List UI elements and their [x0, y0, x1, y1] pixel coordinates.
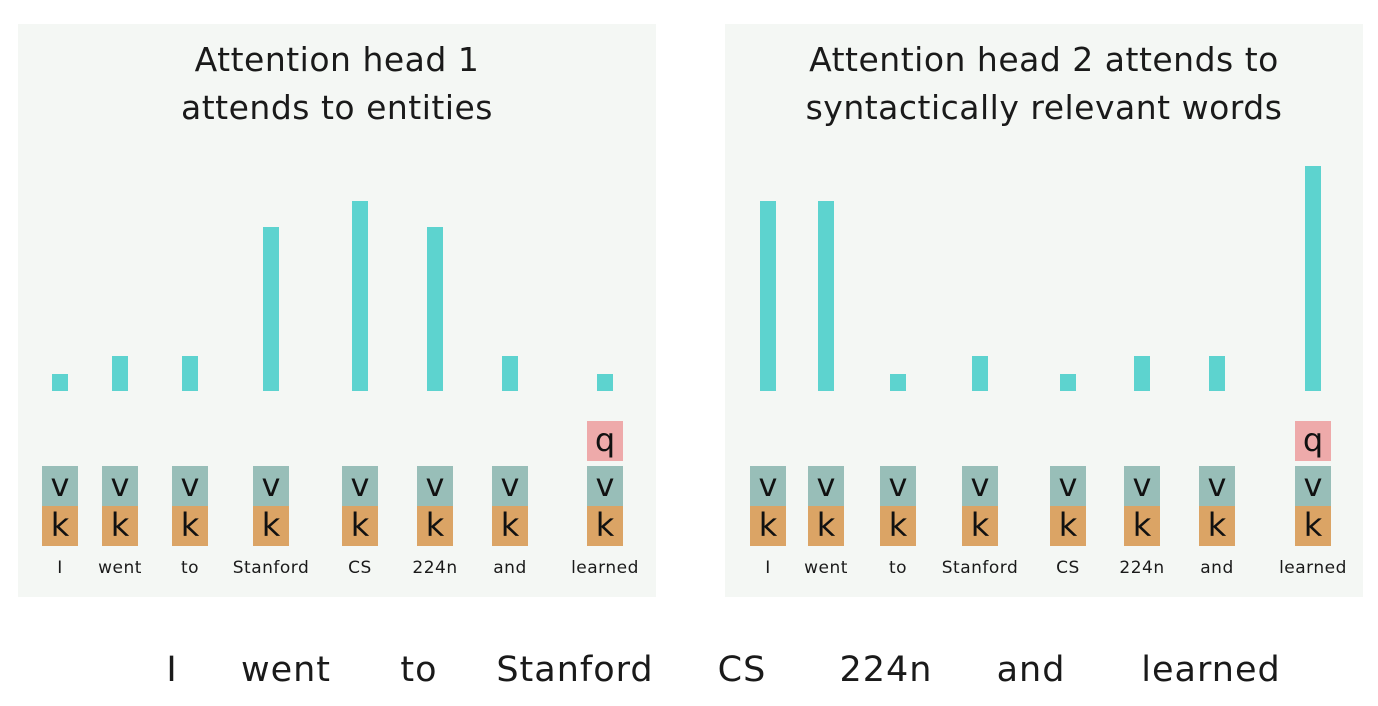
value-box: v [880, 466, 916, 506]
value-box: v [1295, 466, 1331, 506]
value-box: v [253, 466, 289, 506]
token-label: I [765, 558, 771, 578]
attention-bar [760, 200, 776, 391]
key-box: k [172, 506, 208, 546]
attention-bar [1209, 356, 1225, 391]
attention-bar [890, 373, 906, 391]
query-box: q [587, 421, 623, 461]
key-box: k [1199, 506, 1235, 546]
sentence-word: Stanford [496, 650, 654, 690]
value-box: v [102, 466, 138, 506]
key-box: k [42, 506, 78, 546]
token-label: CS [1056, 558, 1080, 578]
key-box: k [102, 506, 138, 546]
attention-bar [1305, 166, 1321, 391]
value-box: v [1124, 466, 1160, 506]
token-label: Stanford [941, 558, 1019, 578]
key-box: k [880, 506, 916, 546]
token-label: 224n [412, 558, 458, 578]
query-box: q [1295, 421, 1331, 461]
attention-bar [1060, 373, 1076, 391]
attention-bar [1134, 356, 1150, 391]
token-label: Stanford [232, 558, 310, 578]
token-label: and [1200, 558, 1234, 578]
key-box: k [417, 506, 453, 546]
value-box: v [417, 466, 453, 506]
token-label: learned [571, 558, 639, 578]
key-box: k [962, 506, 998, 546]
key-box: k [1124, 506, 1160, 546]
attention-bar [427, 226, 443, 391]
token-label: went [98, 558, 142, 578]
sentence-word: went [240, 650, 332, 690]
value-box: v [1050, 466, 1086, 506]
attention-bar [502, 356, 518, 391]
key-box: k [342, 506, 378, 546]
value-box: v [808, 466, 844, 506]
panel-title-line: syntactically relevant words [805, 88, 1283, 127]
key-box: k [750, 506, 786, 546]
key-box: k [1050, 506, 1086, 546]
sentence-word: to [400, 650, 438, 690]
attention-bar [112, 356, 128, 391]
token-label: to [888, 558, 908, 578]
sentence-word: and [996, 650, 1066, 690]
token-label: I [57, 558, 63, 578]
token-label: to [180, 558, 200, 578]
attention-bar [597, 373, 613, 391]
key-box: k [492, 506, 528, 546]
panel-title-line: attends to entities [181, 88, 493, 127]
value-box: v [172, 466, 208, 506]
panel-title: Attention head 2 attends to syntacticall… [725, 36, 1363, 132]
value-box: v [42, 466, 78, 506]
attention-head-2-panel: Attention head 2 attends to syntacticall… [725, 24, 1363, 597]
attention-bar [182, 356, 198, 391]
sentence-word: CS [717, 650, 767, 690]
key-box: k [253, 506, 289, 546]
attention-bar [52, 373, 68, 391]
panel-title-line: Attention head 1 [194, 40, 480, 79]
token-label: went [804, 558, 848, 578]
attention-bar [263, 226, 279, 391]
key-box: k [587, 506, 623, 546]
sentence-word: I [166, 650, 178, 690]
value-box: v [342, 466, 378, 506]
value-box: v [962, 466, 998, 506]
sentence-word: 224n [839, 650, 933, 690]
attention-bar [352, 200, 368, 391]
attention-head-1-panel: Attention head 1 attends to entities q v… [18, 24, 656, 597]
attention-bar [972, 356, 988, 391]
value-box: v [750, 466, 786, 506]
attention-bar [818, 200, 834, 391]
key-box: k [808, 506, 844, 546]
token-label: CS [348, 558, 372, 578]
token-label: 224n [1119, 558, 1165, 578]
panel-title-line: Attention head 2 attends to [809, 40, 1279, 79]
value-box: v [1199, 466, 1235, 506]
token-label: learned [1279, 558, 1347, 578]
value-box: v [492, 466, 528, 506]
value-box: v [587, 466, 623, 506]
token-label: and [493, 558, 527, 578]
sentence-word: learned [1141, 650, 1281, 690]
key-box: k [1295, 506, 1331, 546]
panel-title: Attention head 1 attends to entities [18, 36, 656, 132]
